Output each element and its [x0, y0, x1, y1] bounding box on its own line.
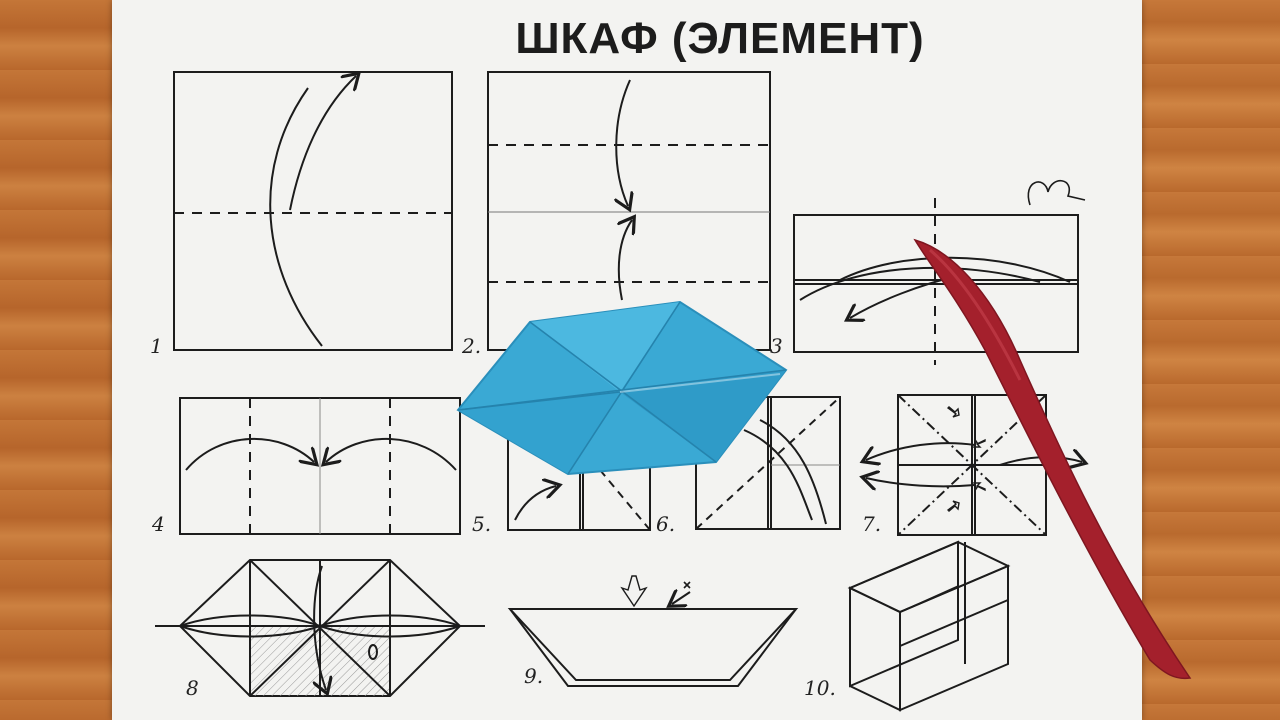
step-9-diagram — [507, 575, 799, 687]
step-1-diagram — [173, 71, 453, 351]
step-number-4: 4 — [152, 512, 165, 536]
step-number-10: 10. — [804, 676, 836, 700]
wooden-table-right — [1140, 0, 1280, 720]
red-folding-tool — [913, 238, 1192, 680]
step-number-2: 2. — [462, 334, 482, 358]
step-number-9: 9. — [524, 664, 544, 688]
blue-origami-model — [456, 300, 788, 476]
step-number-3: 3 — [770, 334, 783, 358]
step-number-8: 8 — [186, 676, 199, 700]
step-4-diagram — [179, 397, 461, 535]
page-title: ШКАФ (ЭЛЕМЕНТ) — [515, 14, 925, 63]
step-number-7: 7. — [862, 512, 882, 536]
step-number-5: 5. — [472, 512, 492, 536]
wooden-table-left — [0, 0, 118, 720]
step-number-1: 1 — [150, 334, 163, 358]
step-number-6: 6. — [656, 512, 676, 536]
step-8-diagram — [155, 559, 485, 697]
step-10-diagram — [847, 540, 1011, 712]
step-7-diagram — [866, 394, 1082, 536]
